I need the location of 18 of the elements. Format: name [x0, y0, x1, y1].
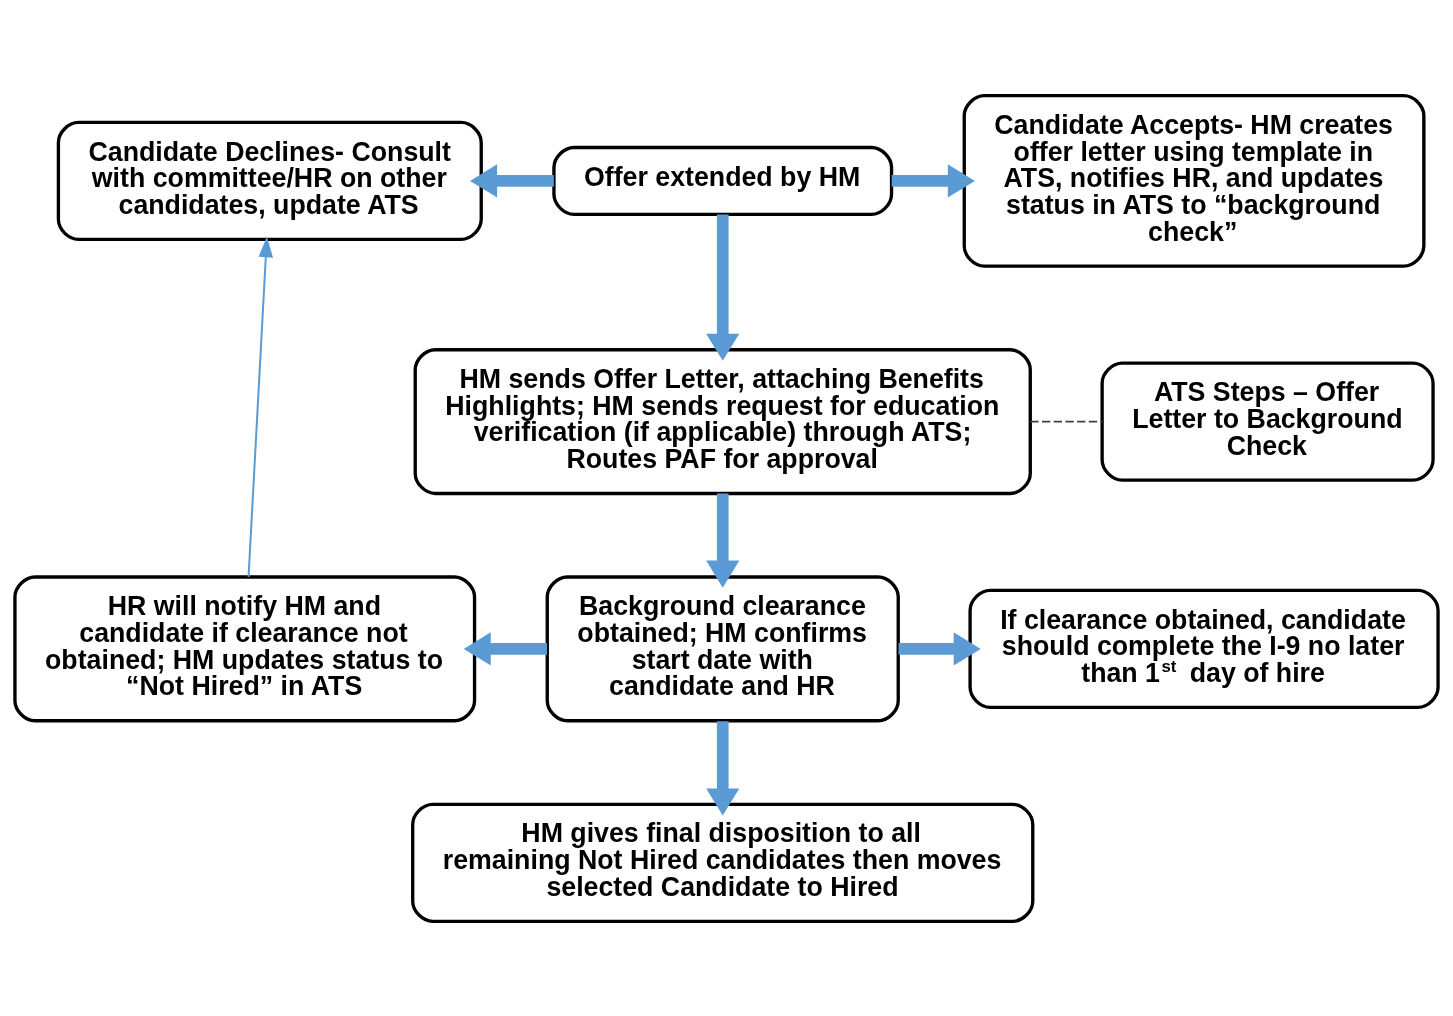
node-box: Candidate Accepts- HM creates offer letter using template in ATS, notifies HR, and updates status in ATS to “background check”	[962, 93, 1426, 268]
node-box: Offer extended by HM	[552, 145, 894, 216]
arrow	[898, 631, 981, 665]
node-box: Candidate Declines- Consult with committee/HR on other candidates, update ATS	[56, 120, 483, 241]
arrow	[706, 214, 740, 361]
connector	[1029, 420, 1103, 422]
node-box: HM sends Offer Letter, attaching Benefits Highlights; HM sends request for education verification (if applicable) through ATS; Routes PAF for approval	[413, 347, 1032, 495]
node-box: HR will notify HM and candidate if clearance not obtained; HM updates status to “Not Hired” in ATS	[13, 574, 477, 722]
arrow	[706, 493, 740, 588]
node-box: Background clearance obtained; HM confirms start date with candidate and HR	[545, 574, 900, 722]
node-box: ATS Steps – Offer Letter to Background Check	[1100, 360, 1435, 482]
node-box: If clearance obtained, candidate should complete the I-9 no later than 1$^{st}$ day of hire	[968, 588, 1440, 709]
arrow	[706, 720, 740, 815]
arrow	[463, 631, 547, 665]
arrow	[247, 236, 274, 577]
arrow	[470, 163, 554, 197]
node-box: HM gives final disposition to all remaining Not Hired candidates then moves selected Candidate to Hired	[411, 802, 1035, 923]
arrow	[891, 163, 975, 197]
